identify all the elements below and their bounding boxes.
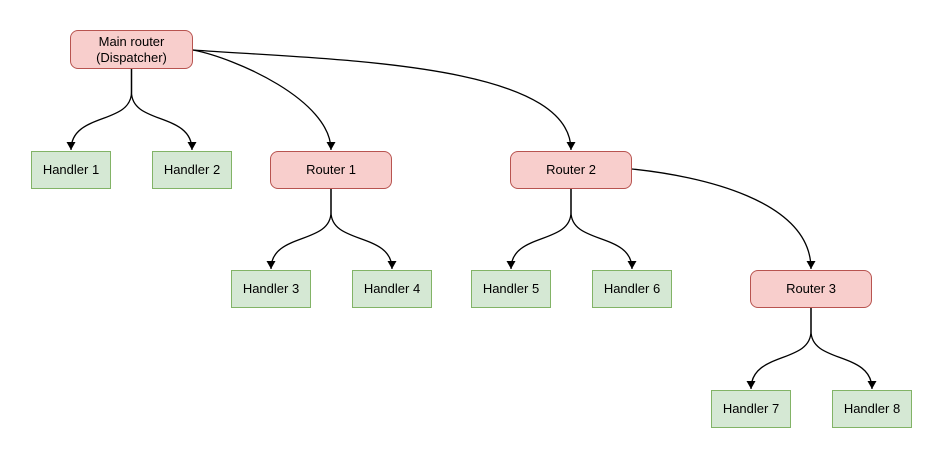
edge-router3-to-handler7 — [746, 308, 812, 390]
node-handler-8: Handler 8 — [832, 390, 912, 428]
node-router-2: Router 2 — [510, 151, 632, 189]
node-handler-6: Handler 6 — [592, 270, 672, 308]
edge-router1-to-handler4 — [330, 189, 397, 270]
edge-main-to-handler1 — [66, 69, 133, 151]
node-handler-2: Handler 2 — [152, 151, 232, 189]
edge-router2-to-handler5 — [506, 189, 572, 270]
edge-main-to-router1 — [192, 49, 336, 151]
node-handler-5: Handler 5 — [471, 270, 551, 308]
edge-router2-to-router3 — [631, 168, 816, 270]
node-handler-1: Handler 1 — [31, 151, 111, 189]
node-main-router-dispatcher: Main router (Dispatcher) — [70, 30, 193, 69]
node-handler-7: Handler 7 — [711, 390, 791, 428]
node-router-1: Router 1 — [270, 151, 392, 189]
node-handler-4: Handler 4 — [352, 270, 432, 308]
node-router-3: Router 3 — [750, 270, 872, 308]
edge-router3-to-handler8 — [810, 308, 877, 390]
edge-main-to-handler2 — [130, 69, 197, 151]
node-handler-3: Handler 3 — [231, 270, 311, 308]
edge-router2-to-handler6 — [570, 189, 637, 270]
edge-router1-to-handler3 — [266, 189, 332, 270]
edge-main-to-router2 — [192, 49, 576, 151]
